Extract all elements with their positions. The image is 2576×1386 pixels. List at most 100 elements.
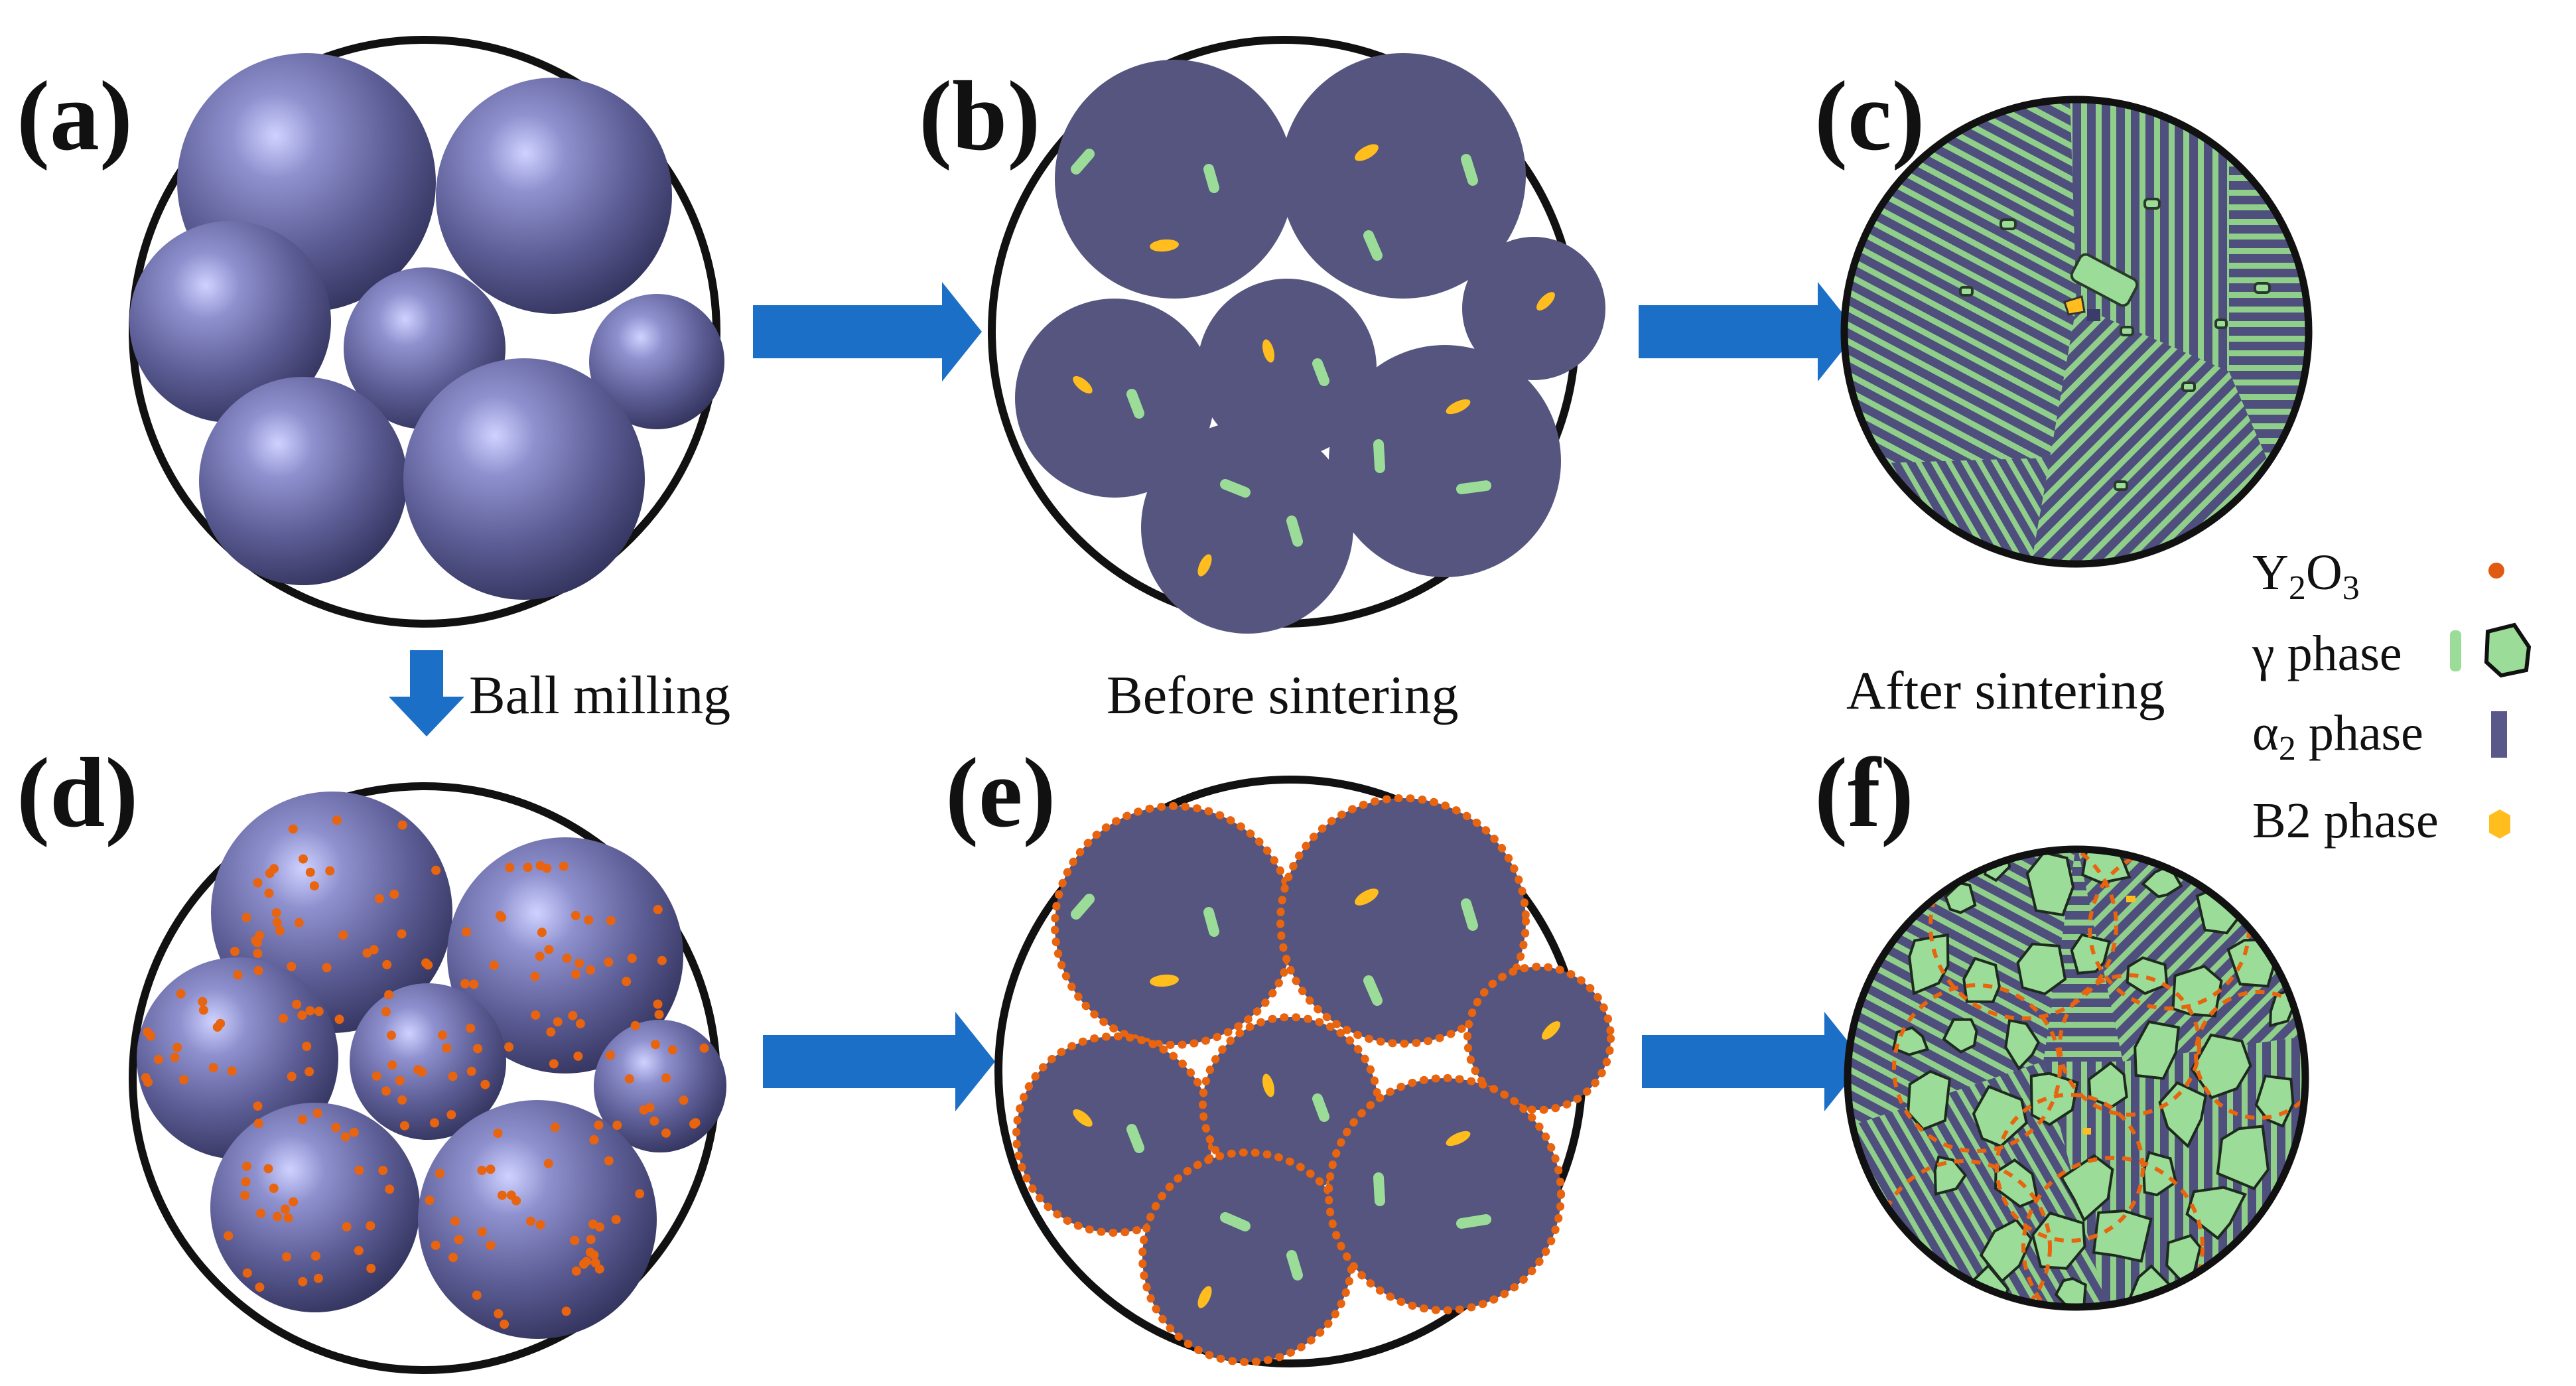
y2o3-particle [553,1017,563,1027]
y2o3-particle [255,1282,265,1292]
y2o3-particle [397,1095,407,1105]
y2o3-particle [366,1263,376,1273]
y2o3-particle [466,1023,476,1033]
y2o3-particle [571,969,580,979]
panel-label-e: (e) [945,738,1055,848]
y2o3-particle [269,864,279,874]
y2o3-particle [494,1309,504,1318]
y2o3-particle [378,1166,388,1176]
y2o3-particle [630,1020,640,1030]
y2o3-particle [493,1129,503,1138]
y2o3-particle [537,928,547,937]
y2o3-particle [413,1065,423,1075]
y2o3-particle [273,1212,282,1221]
y2o3-particle [550,1123,560,1132]
powder-sphere [129,221,331,423]
arrow-down-icon [389,650,464,736]
powder-sphere [436,78,672,314]
y2o3-particle [661,1073,671,1083]
y2o3-particle [332,815,342,825]
y2o3-particle [141,1073,151,1083]
y2o3-particle [314,1006,324,1016]
y2o3-particle [397,929,407,939]
y2o3-particle [253,1101,263,1111]
gamma-grain [2000,218,2017,230]
y2o3-particle [645,1103,655,1113]
gamma-grain [2158,1081,2207,1148]
coated-particle [1325,1074,1565,1314]
y2o3-particle [505,863,515,872]
y2o3-particle [535,951,545,961]
y2o3-particle [255,930,265,940]
y2o3-particle [385,1184,395,1194]
y2o3-particle [381,1006,391,1016]
y2o3-particle [253,878,263,888]
y2o3-particle [571,910,580,920]
y2o3-particle [571,1266,581,1276]
y2o3-particle [442,1043,452,1053]
y2o3-particle [511,1196,521,1206]
gamma-grain [2029,1072,2079,1127]
former-particle-boundary [1892,983,2062,1153]
gamma-grain [2214,318,2228,329]
y2o3-particle [667,1045,677,1055]
y2o3-particle [172,1042,182,1052]
y2o3-particle [653,999,663,1009]
b2-hexagon-icon [2489,809,2510,839]
y2o3-particle [689,1119,699,1129]
y2o3-particle [275,926,285,936]
gamma-grain [2181,381,2196,392]
y2o3-particle [480,1079,490,1089]
gamma-grain [2171,965,2223,1018]
y2o3-particle [297,1010,307,1020]
gamma-grain [1962,957,2001,1004]
y2o3-particle [312,1108,322,1118]
y2o3-particle [425,1196,435,1205]
y2o3-particle [446,1110,456,1120]
y2o3-particle [604,1156,614,1166]
y2o3-particle [208,1063,218,1073]
y2o3-particle [561,1306,571,1316]
y2o3-particle [340,1132,350,1142]
panel-f-frame [1844,845,2309,1311]
panel-label-c: (c) [1814,61,1925,171]
y2o3-particle [302,1042,312,1051]
y2o3-particle [170,1052,180,1062]
y2o3-particle [575,959,584,968]
powder-sphere [418,1100,657,1339]
gamma-grain [1907,1070,1951,1131]
y2o3-particle [198,1005,208,1015]
gamma-grain [2004,1018,2041,1071]
y2o3-particle [269,1184,279,1193]
gamma-grain [1942,1018,1978,1054]
y2o3-particle [299,854,308,864]
y2o3-particle [298,1115,307,1125]
powder-particle [1141,421,1353,634]
y2o3-particle [382,959,392,969]
powder-particle [1462,237,1605,380]
y2o3-particle [366,1221,375,1231]
y2o3-particle [495,910,505,920]
y2o3-particle [354,1245,364,1255]
y2o3-particle [154,1054,163,1064]
y2o3-particle [530,971,540,981]
coated-particle [1276,794,1530,1048]
y2o3-particle [298,1277,308,1286]
panel-b-before-sintering: (b) [919,36,1605,634]
gamma-grain-icon [2484,622,2532,678]
y2o3-particle [654,1010,664,1020]
powder-particle [1055,60,1294,299]
panel-f-after-sintering-oxide: (f) [1814,738,2309,1311]
panel-c-after-sintering: (c) [1814,61,2313,568]
y2o3-particle [423,960,433,970]
y2o3-particle [544,945,554,955]
panel-d-milled-powder: (d) [17,738,726,1374]
gamma-grain [2114,480,2128,491]
y2o3-particle [570,1235,580,1245]
y2o3-particle [431,865,441,875]
y2o3-particle [230,947,239,956]
former-particle-boundary [2021,1156,2204,1307]
arrow-right-icon [753,282,982,381]
y2o3-particle [325,866,335,876]
